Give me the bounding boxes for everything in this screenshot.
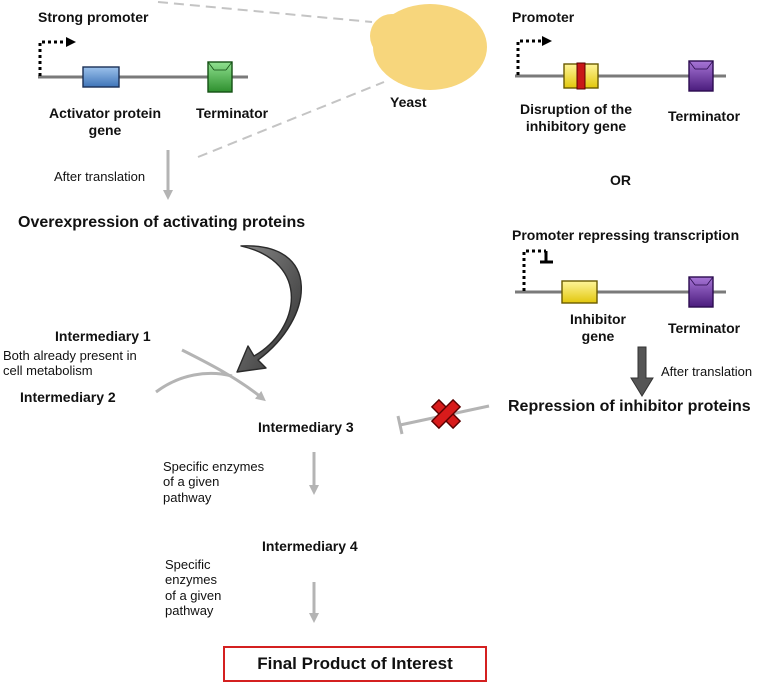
- yeast-connector-top: [157, 1, 373, 23]
- repression-label: Repression of inhibitor proteins: [508, 398, 751, 415]
- yeast-connector-bottom: [197, 81, 385, 158]
- activator-gene-box: [82, 66, 120, 88]
- right-b-terminator-label: Terminator: [668, 320, 741, 336]
- inhibitor-gene-box: [561, 280, 598, 304]
- intermediary-2-label: Intermediary 2: [20, 389, 116, 405]
- final-product-label: Final Product of Interest: [257, 654, 453, 673]
- right-construct-b: [515, 249, 726, 308]
- inhibition-bar: [396, 415, 404, 435]
- strong-promoter-label: Strong promoter: [38, 9, 149, 25]
- intermediary-4-label: Intermediary 4: [262, 538, 358, 554]
- repressing-promoter-label: Promoter repressing transcription: [512, 227, 740, 243]
- activator-gene-label: Activator protein gene: [48, 105, 161, 138]
- left-translation-label: After translation: [54, 169, 146, 184]
- right-a-terminator-label: Terminator: [668, 108, 741, 124]
- yeast-label: Yeast: [390, 94, 427, 110]
- intermediary-2-line: [155, 371, 233, 394]
- intermediary-1-label: Intermediary 1: [55, 328, 151, 344]
- enzymes-label-1: Specific enzymes of a given pathway: [163, 459, 265, 505]
- both-present-note: Both already present in cell metabolism: [3, 348, 137, 379]
- disruption-label: Disruption of the inhibitory gene: [520, 101, 632, 134]
- or-label: OR: [610, 172, 631, 188]
- block-cross-icon: [430, 398, 462, 430]
- right-translation-label: After translation: [661, 364, 753, 379]
- enzymes-label-2: Specific enzymes of a given pathway: [165, 557, 222, 618]
- left-promoter-arrow: [38, 40, 66, 76]
- right-translation-arrow: [630, 346, 654, 397]
- yeast-cell: [370, 4, 487, 90]
- left-terminator-label: Terminator: [196, 105, 269, 121]
- intermediary-3-label: Intermediary 3: [258, 419, 354, 435]
- final-product-box: Final Product of Interest: [223, 646, 487, 682]
- right-a-promoter-label: Promoter: [512, 9, 575, 25]
- left-construct: [38, 37, 248, 93]
- activation-curved-arrow: [236, 245, 302, 373]
- right-construct-a: [515, 36, 726, 92]
- inhibitor-gene-label: Inhibitor gene: [570, 311, 626, 344]
- overexpression-label: Overexpression of activating proteins: [18, 214, 306, 231]
- disruption-mark: [576, 62, 586, 90]
